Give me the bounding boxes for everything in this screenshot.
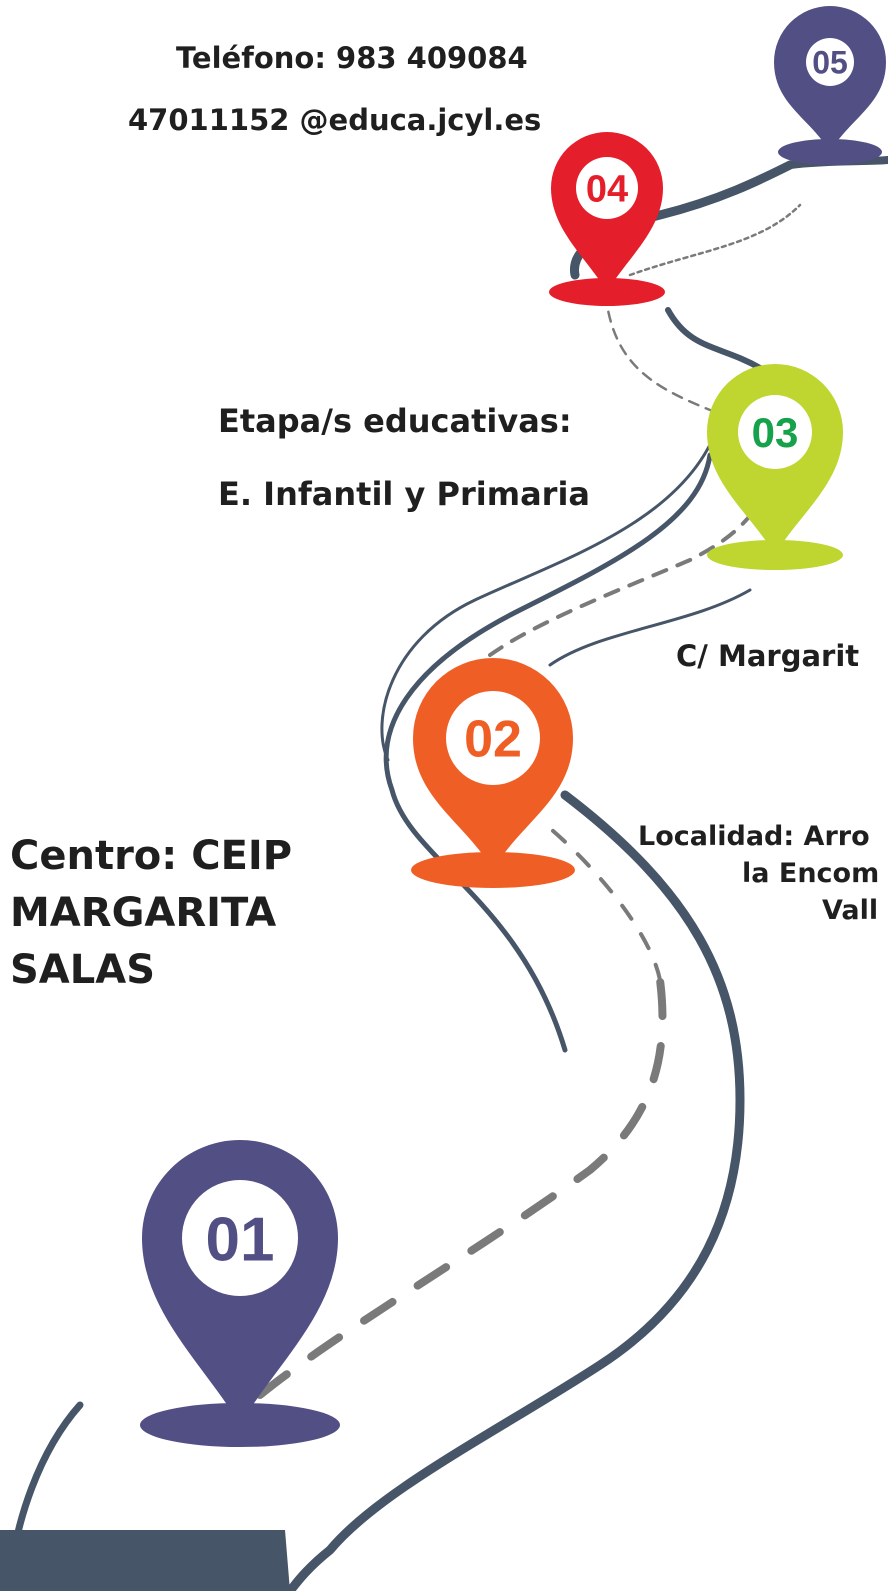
road-right-main-edge [285,790,745,1591]
pin-number-02: 02 [464,711,522,769]
pin-circle-04 [576,157,638,219]
dash-upper [488,498,762,657]
dash-top [606,308,717,414]
pin-02: 02 [411,658,575,888]
etapa-label: Etapa/s educativas: [218,402,572,440]
email-text: 47011152 @educa.jcyl.es [128,103,542,137]
pin-circle-01 [182,1180,298,1296]
pin-circle-03 [738,395,812,469]
pin-number-03: 03 [752,409,799,456]
locality-line-1: Localidad: Arro [638,821,870,852]
etapa-value: E. Infantil y Primaria [218,475,590,513]
pin-circle-02 [446,691,540,785]
dash-middle [538,818,662,982]
road-inner-upper-edge [383,452,713,1053]
road-right-thin-edge [548,588,752,667]
locality-line-3: Vall [822,895,879,926]
road-bottom-slab [0,1530,290,1591]
pin-05: 05 [774,6,886,165]
pin-number-05: 05 [812,45,848,81]
locality-line-2: la Encom [742,858,880,889]
pin-04: 04 [549,132,665,306]
phone-text: Teléfono: 983 409084 [176,41,528,75]
road-centerline [256,203,802,1399]
pin-01: 01 [140,1140,340,1447]
address-text: C/ Margarit [676,639,860,673]
pins: 01 02 03 04 05 [140,6,886,1447]
pin-circle-05 [806,38,854,86]
dash-lower [256,976,667,1399]
pin-number-04: 04 [586,169,628,211]
dash-top-right [628,203,802,277]
pin-number-01: 01 [206,1205,275,1274]
road-left-thin-edge [380,418,722,762]
centro-text: Centro: CEIP MARGARITA SALAS [10,833,293,993]
pin-03: 03 [707,364,843,570]
